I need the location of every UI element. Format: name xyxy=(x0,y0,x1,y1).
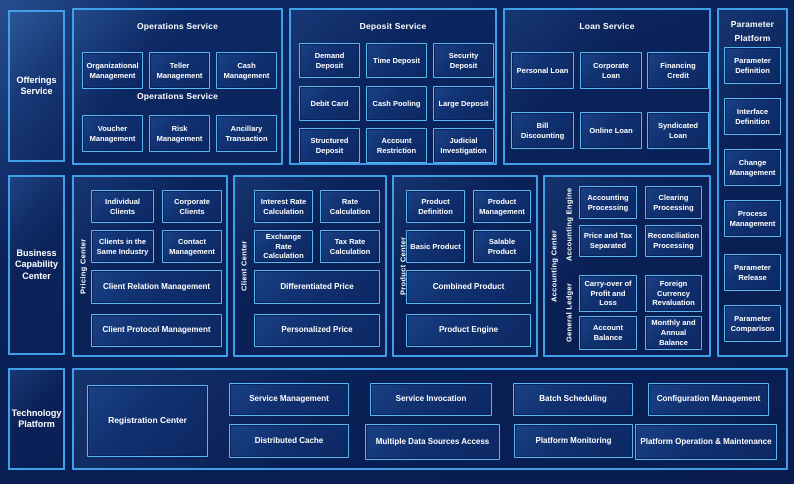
box-differentiated-price: Differentiated Price xyxy=(254,270,380,304)
accounting-engine-side-label: Accounting Engine xyxy=(564,187,574,261)
box-parameter-definition: Parameter Definition xyxy=(724,47,781,84)
pricing-center-side-label: Pricing Center xyxy=(78,238,88,294)
operations-service-title: Operations Service xyxy=(136,21,219,31)
box-product-engine: Product Engine xyxy=(406,314,531,347)
box-time-deposit: Time Deposit xyxy=(366,43,427,78)
box-individual-clients: Individual Clients xyxy=(91,190,154,223)
box-monthly-annual-balance: Monthly and Annual Balance xyxy=(645,316,702,350)
box-voucher-management: Voucher Management xyxy=(82,115,143,152)
box-basic-product: Basic Product xyxy=(406,230,465,263)
box-salable-product: Salable Product xyxy=(473,230,531,263)
panel-product-center: Product Center Product Definition Produc… xyxy=(392,175,538,357)
sidebar-technology-platform: Technology Platform xyxy=(8,368,65,470)
box-multiple-data-sources-access: Multiple Data Sources Access xyxy=(365,424,500,460)
box-syndicated-loan: Syndicated Loan xyxy=(647,112,709,149)
box-interface-definition: Interface Definition xyxy=(724,98,781,135)
box-change-management: Change Management xyxy=(724,149,781,186)
client-center-side-label: Client Center xyxy=(239,240,249,292)
box-risk-management: Risk Management xyxy=(149,115,210,152)
box-demand-deposit: Demand Deposit xyxy=(299,43,360,78)
loan-service-title: Loan Service xyxy=(579,21,635,31)
box-combined-product: Combined Product xyxy=(406,270,531,304)
box-interest-rate-calculation: Interest Rate Calculation xyxy=(254,190,313,223)
panel-parameter-platform: Parameter Platform Parameter Definition … xyxy=(717,8,788,357)
panel-client-center: Client Center Interest Rate Calculation … xyxy=(233,175,387,357)
box-clients-same-industry: Clients in the Same Industry xyxy=(91,230,154,263)
box-price-and-tax-separated: Price and Tax Separated xyxy=(579,225,637,257)
operations-service-mid-label: Operations Service xyxy=(136,91,219,101)
box-exchange-rate-calculation: Exchange Rate Calculation xyxy=(254,230,313,263)
box-debit-card: Debit Card xyxy=(299,86,360,121)
box-accounting-processing: Accounting Processing xyxy=(579,186,637,219)
box-client-protocol-management: Client Protocol Management xyxy=(91,314,222,347)
box-platform-operation-maintenance: Platform Operation & Maintenance xyxy=(635,424,777,460)
box-account-restriction: Account Restriction xyxy=(366,128,427,163)
box-security-deposit: Security Deposit xyxy=(433,43,494,78)
box-cash-pooling: Cash Pooling xyxy=(366,86,427,121)
box-product-management: Product Management xyxy=(473,190,531,223)
box-online-loan: Online Loan xyxy=(580,112,642,149)
box-personalized-price: Personalized Price xyxy=(254,314,380,347)
box-service-management: Service Management xyxy=(229,383,349,416)
box-contact-management: Contact Management xyxy=(162,230,222,263)
box-personal-loan: Personal Loan xyxy=(511,52,574,89)
box-client-relation-management: Client Relation Management xyxy=(91,270,222,304)
box-financing-credit: Financing Credit xyxy=(647,52,709,89)
sidebar-business-capability-center: Business Capability Center xyxy=(8,175,65,355)
box-corporate-loan: Corporate Loan xyxy=(580,52,642,89)
box-organizational-management: Organizational Management xyxy=(82,52,143,89)
box-tax-rate-calculation: Tax Rate Calculation xyxy=(320,230,380,263)
box-distributed-cache: Distributed Cache xyxy=(229,424,349,458)
box-product-definition: Product Definition xyxy=(406,190,465,223)
box-bill-discounting: Bill Discounting xyxy=(511,112,574,149)
box-parameter-release: Parameter Release xyxy=(724,254,781,291)
box-clearing-processing: Clearing Processing xyxy=(645,186,702,219)
panel-deposit-service: Deposit Service Demand Deposit Time Depo… xyxy=(289,8,497,165)
box-platform-monitoring: Platform Monitoring xyxy=(514,424,633,458)
box-judicial-investigation: Judicial Investigation xyxy=(433,128,494,163)
panel-accounting-center: Accounting Center Accounting Engine Acco… xyxy=(543,175,711,357)
box-parameter-comparison: Parameter Comparison xyxy=(724,305,781,342)
box-cash-management: Cash Management xyxy=(216,52,277,89)
panel-pricing-center: Pricing Center Individual Clients Corpor… xyxy=(72,175,228,357)
box-account-balance: Account Balance xyxy=(579,316,637,350)
box-foreign-currency-revaluation: Foreign Currency Revaluation xyxy=(645,275,702,312)
box-large-deposit: Large Deposit xyxy=(433,86,494,121)
box-rate-calculation: Rate Calculation xyxy=(320,190,380,223)
box-teller-management: Teller Management xyxy=(149,52,210,89)
parameter-platform-title: Parameter Platform xyxy=(730,19,775,43)
accounting-center-side-label: Accounting Center xyxy=(549,229,559,303)
box-structured-deposit: Structured Deposit xyxy=(299,128,360,163)
panel-operations-service: Operations Service Organizational Manage… xyxy=(72,8,283,165)
panel-loan-service: Loan Service Personal Loan Corporate Loa… xyxy=(503,8,711,165)
box-registration-center: Registration Center xyxy=(87,385,208,457)
box-configuration-management: Configuration Management xyxy=(648,383,769,416)
box-corporate-clients: Corporate Clients xyxy=(162,190,222,223)
box-service-invocation: Service Invocation xyxy=(370,383,492,416)
panel-technology-platform: Registration Center Service Management S… xyxy=(72,368,788,470)
general-ledger-side-label: General Ledger xyxy=(564,282,574,343)
box-carry-over-profit-loss: Carry-over of Profit and Loss xyxy=(579,275,637,312)
box-process-management: Process Management xyxy=(724,200,781,237)
sidebar-offerings-service: Offerings Service xyxy=(8,10,65,162)
box-batch-scheduling: Batch Scheduling xyxy=(513,383,633,416)
box-ancillary-transaction: Ancillary Transaction xyxy=(216,115,277,152)
box-reconciliation-processing: Reconciliation Processing xyxy=(645,225,702,257)
deposit-service-title: Deposit Service xyxy=(359,21,427,31)
